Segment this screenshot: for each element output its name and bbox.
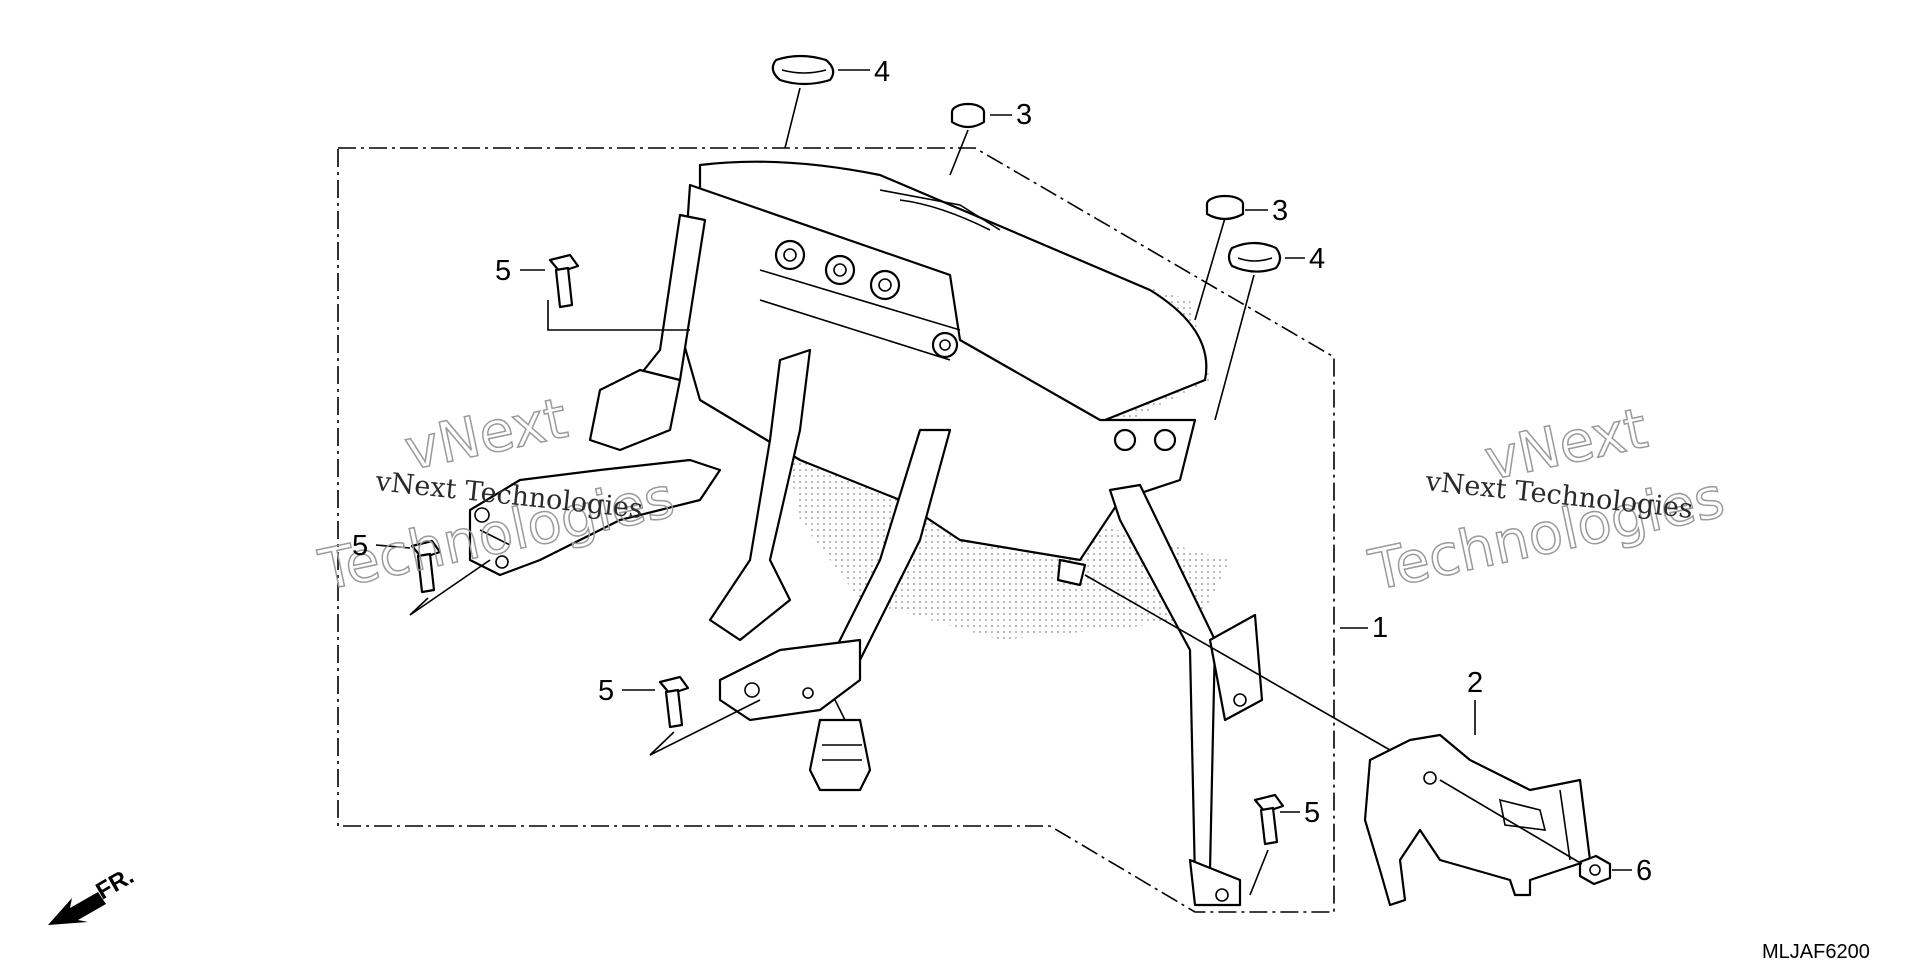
grommet-4-right	[1227, 241, 1282, 273]
bracket-2	[1363, 733, 1592, 907]
callout-5-c: 5	[598, 675, 614, 707]
bolt-5-c	[658, 675, 690, 729]
callout-4-right: 4	[1309, 243, 1325, 275]
front-indicator: FR.	[48, 862, 138, 925]
grommet-3-upper	[950, 102, 986, 129]
callout-6: 6	[1636, 855, 1652, 887]
bolt-5-b	[410, 539, 442, 594]
bolt-5-a	[548, 253, 580, 309]
grommet-4-upper	[771, 54, 835, 86]
callout-4-upper: 4	[874, 56, 890, 88]
callout-5-b: 5	[352, 530, 368, 562]
grommet-3-right	[1205, 194, 1245, 221]
bolt-5-d	[1253, 793, 1285, 846]
callout-3-right: 3	[1272, 195, 1288, 227]
callouts: 4 3 3 4 5 5 5 5 1 2 6	[352, 56, 1652, 887]
leader-lines	[375, 69, 1632, 896]
front-arrow-icon	[48, 892, 106, 925]
meter-panel-assembly	[468, 160, 1264, 907]
nut-6	[1578, 854, 1612, 886]
callout-5-d: 5	[1304, 797, 1320, 829]
callout-5-a: 5	[495, 255, 511, 287]
callout-2: 2	[1467, 667, 1483, 699]
diagram-code: MLJAF6200	[1762, 941, 1870, 960]
assembly-boundary	[337, 147, 1335, 913]
watermark-large-1-left: vNext	[399, 386, 573, 484]
callout-3-upper: 3	[1016, 99, 1032, 131]
callout-1: 1	[1372, 612, 1388, 644]
